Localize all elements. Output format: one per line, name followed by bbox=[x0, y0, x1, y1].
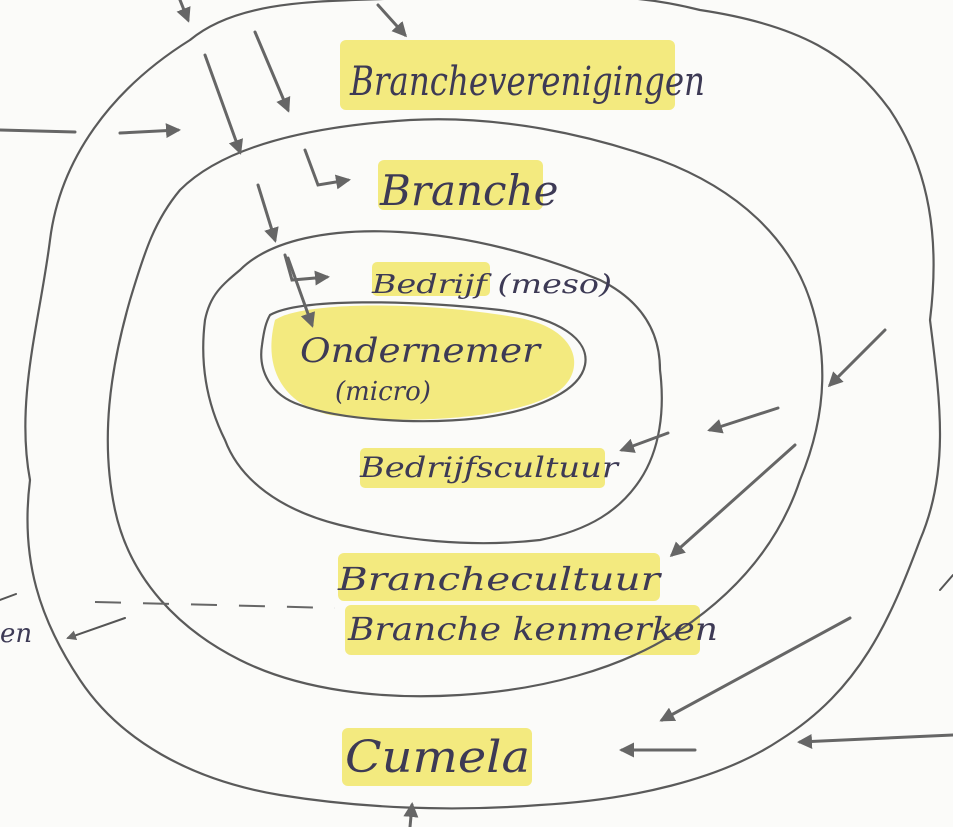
arrow-down-1 bbox=[203, 53, 243, 155]
label-ondernemer: Ondernemer bbox=[300, 331, 542, 371]
label-bedrijfscultuur: Bedrijfscultuur bbox=[359, 451, 620, 484]
arrow-top-1 bbox=[176, 0, 191, 23]
highlight-branchecultuur bbox=[338, 553, 660, 601]
highlight-branchekenmerken bbox=[345, 605, 700, 655]
label-branchekenmerken: Branche kenmerken bbox=[347, 610, 718, 648]
arrow-bottom-up bbox=[403, 802, 419, 827]
ring-core bbox=[260, 301, 587, 423]
ring-middle bbox=[106, 118, 824, 698]
label-brancheverenigingen: Brancheverenigingen bbox=[349, 59, 705, 105]
label-branche: Branche bbox=[379, 166, 558, 215]
label-bedrijf: Bedrijf (meso) bbox=[371, 270, 612, 300]
label-cumela: Cumela bbox=[345, 732, 530, 783]
label-left-edge-fragment: en bbox=[0, 619, 32, 649]
arrow-down-4 bbox=[286, 256, 316, 328]
highlight-bedrijfscultuur bbox=[360, 448, 605, 488]
highlight-branche bbox=[378, 160, 543, 210]
arrow-right-4 bbox=[669, 443, 797, 557]
tick-left-edge bbox=[0, 593, 17, 601]
arrow-right-2 bbox=[707, 406, 780, 434]
arrow-down-3 bbox=[256, 183, 279, 243]
arrow-right-3 bbox=[619, 431, 670, 453]
highlight-ondernemer bbox=[271, 305, 575, 420]
ring-inner bbox=[202, 230, 663, 545]
ring-outer bbox=[24, 0, 942, 810]
label-micro: (micro) bbox=[335, 377, 431, 407]
arrow-left-2 bbox=[118, 123, 181, 139]
arrow-bedrijf-hook bbox=[283, 253, 330, 286]
label-branchecultuur: Branchecultuur bbox=[337, 560, 662, 598]
arrow-right-5 bbox=[659, 616, 852, 722]
arrow-down-2 bbox=[253, 30, 291, 113]
arrow-branche-hook bbox=[303, 148, 351, 190]
highlight-bedrijf bbox=[372, 262, 490, 296]
arrow-right-1 bbox=[827, 328, 887, 388]
dashed-connector bbox=[94, 601, 336, 609]
arrow-left-small bbox=[66, 617, 126, 641]
arrow-left-incoming bbox=[0, 128, 77, 134]
arrow-top-2 bbox=[376, 3, 408, 38]
highlight-cumela bbox=[342, 728, 532, 786]
arrow-bottom-2 bbox=[797, 733, 953, 749]
arrow-right-edge bbox=[939, 574, 953, 591]
highlight-brancheverenigingen bbox=[340, 40, 675, 110]
